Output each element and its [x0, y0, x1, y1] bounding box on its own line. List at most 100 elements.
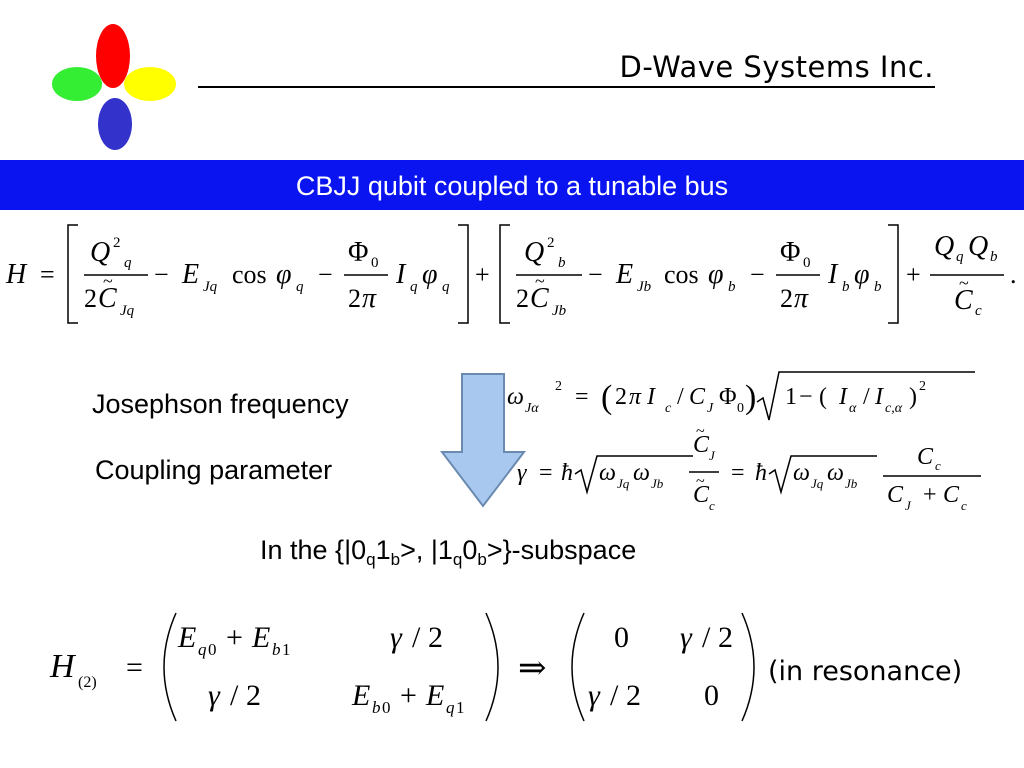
svg-text:Jα: Jα: [525, 401, 539, 416]
header-divider: [198, 86, 935, 88]
svg-text:C: C: [689, 384, 706, 410]
svg-text:ω: ω: [633, 460, 650, 486]
slide-title: CBJJ qubit coupled to a tunable bus: [295, 171, 729, 201]
svg-text:Φ: Φ: [348, 237, 368, 268]
svg-text:/: /: [702, 621, 711, 654]
svg-text:C: C: [530, 283, 549, 314]
svg-text:b: b: [990, 249, 998, 265]
svg-text:2: 2: [626, 679, 641, 712]
svg-text:~: ~: [696, 473, 705, 490]
josephson-frequency-label: Josephson frequency: [92, 389, 349, 419]
svg-text:H: H: [5, 259, 28, 290]
svg-text:0: 0: [737, 401, 744, 416]
svg-text:γ: γ: [208, 679, 221, 712]
svg-text:=: =: [126, 651, 143, 684]
svg-text:α: α: [849, 401, 857, 416]
svg-text:2: 2: [246, 679, 261, 712]
svg-text:E: E: [425, 679, 444, 712]
svg-text:Q: Q: [934, 231, 954, 262]
svg-text:cos: cos: [232, 260, 267, 289]
svg-text:C: C: [917, 444, 934, 470]
josephson-frequency-equation: ω Jα 2 = ( 2 π I c / C J Φ 0 ) 1 − ( I α…: [507, 371, 975, 421]
svg-text:Jb: Jb: [637, 279, 652, 295]
svg-text:(: (: [601, 379, 612, 416]
svg-text:q: q: [410, 279, 418, 295]
svg-text:Jq: Jq: [203, 279, 218, 295]
svg-text:=: =: [731, 460, 745, 486]
svg-text:/: /: [230, 679, 239, 712]
svg-text:0: 0: [614, 621, 629, 654]
svg-text:π I: π I: [629, 384, 656, 410]
svg-text:Jb: Jb: [552, 303, 567, 319]
svg-text:+: +: [400, 679, 417, 712]
svg-text:Φ: Φ: [719, 384, 737, 410]
svg-text:Q: Q: [90, 237, 110, 268]
svg-text:b: b: [558, 255, 566, 271]
svg-text:=: =: [539, 460, 553, 486]
svg-text:I: I: [395, 259, 407, 290]
svg-text:E: E: [351, 679, 370, 712]
svg-text:b: b: [842, 279, 850, 295]
svg-text:ħ: ħ: [561, 460, 573, 486]
svg-text:J: J: [905, 498, 912, 513]
svg-text:ω: ω: [793, 460, 810, 486]
svg-text:E: E: [177, 621, 196, 654]
svg-text:b: b: [272, 640, 281, 659]
svg-text:q: q: [446, 698, 455, 717]
svg-text:E: E: [251, 621, 270, 654]
svg-text:/: /: [863, 384, 870, 410]
svg-text:Jb: Jb: [651, 476, 664, 491]
coupling-parameter-equation: γ = ħ ω Jq ω Jb C ~ J C ~ c = ħ ω Jq ω J…: [517, 424, 981, 513]
logo-yellow-petal: [124, 67, 176, 101]
svg-text:γ: γ: [517, 460, 527, 486]
svg-text:q: q: [442, 279, 450, 295]
svg-text:−: −: [588, 260, 603, 289]
svg-text:q: q: [296, 279, 304, 295]
svg-text:−: −: [154, 260, 169, 289]
svg-text:0: 0: [371, 255, 379, 271]
svg-text:b: b: [728, 279, 736, 295]
logo-red-petal: [96, 24, 130, 88]
svg-text:0: 0: [704, 679, 719, 712]
subspace-caption: In the {|0q1b>, |1q0b>}-subspace: [260, 535, 637, 569]
svg-text:+: +: [226, 621, 243, 654]
coupling-parameter-label: Coupling parameter: [95, 455, 333, 485]
svg-text:/: /: [412, 621, 421, 654]
svg-text:I: I: [827, 259, 839, 290]
svg-text:1: 1: [282, 640, 291, 659]
svg-text:+: +: [906, 260, 921, 289]
svg-text:=: =: [575, 384, 589, 410]
svg-text:2: 2: [718, 621, 733, 654]
svg-text:ω: ω: [827, 460, 844, 486]
svg-text:q: q: [198, 640, 207, 659]
company-name: D-Wave Systems Inc.: [619, 50, 934, 84]
svg-text:~: ~: [103, 271, 113, 291]
svg-text:Jb: Jb: [845, 476, 858, 491]
svg-text:Q: Q: [524, 237, 544, 268]
svg-text:0: 0: [208, 640, 217, 659]
reduced-hamiltonian-equation: H (2) = E q 0 + E b 1 γ / 2 γ / 2 E b 0 …: [49, 612, 755, 722]
svg-text:b: b: [874, 279, 882, 295]
svg-text:): ): [745, 379, 756, 416]
svg-text:−: −: [799, 384, 813, 410]
svg-text:): ): [909, 384, 917, 410]
svg-text:c: c: [975, 303, 982, 319]
svg-text:−: −: [318, 260, 333, 289]
svg-text:2: 2: [428, 621, 443, 654]
svg-text:H: H: [49, 648, 77, 685]
svg-text:q: q: [956, 249, 964, 265]
svg-text:ω: ω: [507, 384, 524, 410]
svg-text:0: 0: [803, 255, 811, 271]
svg-text:I: I: [838, 384, 848, 410]
logo-blue-petal: [98, 98, 132, 150]
svg-text:2: 2: [348, 284, 361, 313]
svg-text:C: C: [693, 482, 710, 508]
svg-text:.: .: [1010, 260, 1017, 289]
svg-text:2: 2: [84, 284, 97, 313]
svg-text:C: C: [693, 432, 710, 458]
svg-text:J: J: [709, 448, 716, 463]
svg-text:γ: γ: [588, 679, 601, 712]
svg-text:γ: γ: [680, 621, 693, 654]
svg-text:~: ~: [959, 273, 969, 293]
svg-text:C: C: [954, 285, 973, 316]
